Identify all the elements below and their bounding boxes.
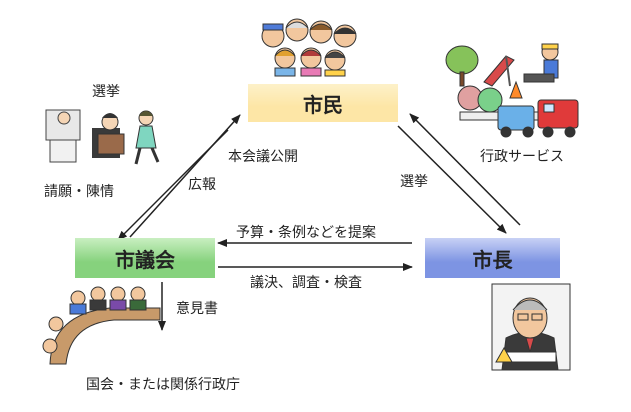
national-label: 国会・または関係行政庁: [86, 377, 240, 393]
voter-head-icon: [57, 111, 71, 125]
resolution-label: 議決、調査・検査: [250, 275, 362, 291]
council-label: 市議会: [115, 247, 175, 272]
petition-label: 請願・陳情: [44, 184, 114, 200]
citizens-label: 市民: [303, 92, 343, 117]
citizens-group-illustration: [261, 18, 357, 77]
election-right-label: 選挙: [400, 174, 428, 190]
mayor-box: 市長: [425, 238, 560, 278]
election-left-label: 選挙: [92, 84, 120, 100]
council-box: 市議会: [75, 238, 215, 278]
mayor-illustration: [491, 283, 571, 371]
admin-services-label: 行政サービス: [480, 149, 564, 165]
citizens-box: 市民: [248, 84, 398, 122]
council-meeting-illustration: [42, 286, 161, 365]
proposal-label: 予算・条例などを提案: [236, 225, 376, 241]
arrow-citizens-to-mayor: [397, 125, 507, 234]
public-relations-label: 広報: [188, 177, 216, 193]
arrow-mayor-to-citizens: [409, 113, 521, 226]
city-services-illustration: [445, 43, 579, 138]
opinion-label: 意見書: [176, 301, 218, 317]
mayor-label: 市長: [472, 247, 513, 272]
arrow-citizens-to-council: [117, 129, 229, 241]
public-session-label: 本会議公開: [228, 149, 298, 165]
voting-people-illustration: [45, 109, 160, 165]
